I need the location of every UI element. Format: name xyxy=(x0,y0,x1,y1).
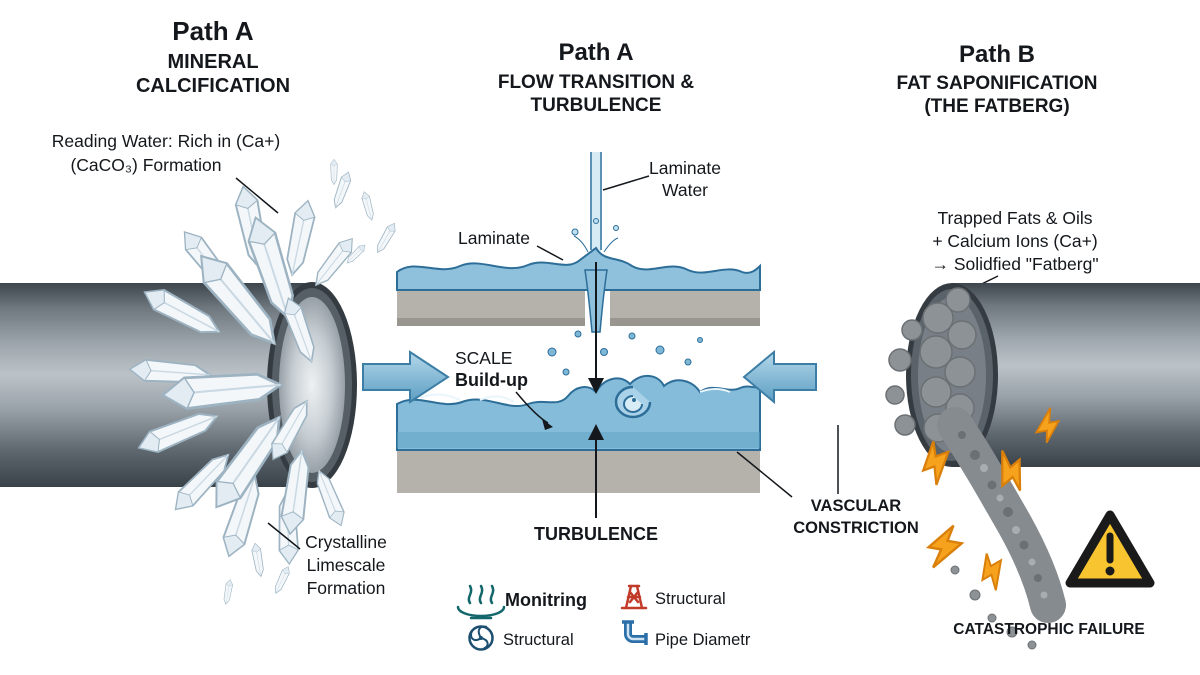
svg-text:Formation: Formation xyxy=(307,578,386,598)
legend-item-structural-2: Structural xyxy=(468,625,574,651)
laminar-stream xyxy=(590,152,602,252)
impeller-icon xyxy=(468,625,494,651)
svg-text:Laminate: Laminate xyxy=(649,158,721,178)
crystalline-limescale-label: Crystalline Limescale Formation xyxy=(267,522,387,598)
left-title-line2: CALCIFICATION xyxy=(136,75,290,97)
flow-arrow-left-icon xyxy=(742,349,817,405)
svg-text:Trapped Fats & Oils: Trapped Fats & Oils xyxy=(938,208,1093,228)
splash-droplets xyxy=(571,218,619,253)
svg-text:Structural: Structural xyxy=(655,590,726,608)
svg-text:Pipe Diametr: Pipe Diametr xyxy=(655,631,751,649)
right-header: Path B FAT SAPONIFICATION (THE FATBERG) xyxy=(897,41,1098,117)
pipe-diameter-icon xyxy=(622,620,648,645)
left-path-label: Path A xyxy=(172,16,254,46)
channel-droplets xyxy=(547,330,703,376)
legend: Monitring Structural Structural xyxy=(456,584,751,651)
svg-text:Limescale: Limescale xyxy=(307,555,386,575)
flow-arrow-right-icon xyxy=(362,350,450,404)
turbulence-label: TURBULENCE xyxy=(534,524,658,544)
vascular-constriction-label: VASCULAR CONSTRICTION xyxy=(736,425,919,537)
fatberg xyxy=(885,287,1066,650)
laminate-water-label: Laminate Water xyxy=(602,158,721,200)
flow-channel xyxy=(396,152,761,493)
svg-text:(CaCO₃) Formation: (CaCO₃) Formation xyxy=(70,155,221,175)
lightning-bolt-icon xyxy=(924,520,966,573)
svg-text:Crystalline: Crystalline xyxy=(305,532,387,552)
turbulent-water xyxy=(396,375,761,451)
svg-text:VASCULAR: VASCULAR xyxy=(811,497,902,515)
legend-item-monitoring: Monitring xyxy=(456,584,587,620)
svg-text:Build-up: Build-up xyxy=(455,370,528,390)
turbulence-swirl xyxy=(614,385,652,419)
svg-text:+ Calcium Ions (Ca+): + Calcium Ions (Ca+) xyxy=(932,231,1097,251)
svg-text:Reading Water: Rich in (Ca+): Reading Water: Rich in (Ca+) xyxy=(52,131,280,151)
right-path-label: Path B xyxy=(959,41,1035,68)
reading-water-leader-line xyxy=(235,177,279,214)
arrow-up-icon xyxy=(588,424,604,440)
svg-text:Laminate: Laminate xyxy=(458,228,530,248)
warning-triangle-icon xyxy=(1065,510,1155,588)
svg-text:Monitring: Monitring xyxy=(505,590,587,610)
structural-tower-icon xyxy=(620,584,648,610)
scale-leader-arrow xyxy=(515,391,549,424)
left-title-line1: MINERAL xyxy=(167,51,258,73)
steam-monitoring-icon xyxy=(456,584,506,620)
top-water xyxy=(396,246,761,291)
arrow-down-icon xyxy=(588,378,604,394)
svg-text:CONSTRICTION: CONSTRICTION xyxy=(793,519,919,537)
lightning-bolt-icon xyxy=(971,548,1014,595)
laminate-label: Laminate xyxy=(458,228,564,261)
turbulence-indicator xyxy=(588,262,604,518)
left-header: Path A MINERAL CALCIFICATION xyxy=(136,16,290,97)
laminate-water-leader-line xyxy=(602,175,650,191)
svg-text:FAT SAPONIFICATION: FAT SAPONIFICATION xyxy=(897,73,1098,94)
svg-text:(THE FATBERG): (THE FATBERG) xyxy=(924,96,1069,117)
legend-item-structural-1: Structural xyxy=(620,584,726,610)
middle-header: Path A FLOW TRANSITION & TURBULENCE xyxy=(498,39,695,116)
crystalline-leader-line xyxy=(267,522,301,550)
legend-item-pipe-diameter: Pipe Diametr xyxy=(622,620,751,649)
svg-text:FLOW TRANSITION &: FLOW TRANSITION & xyxy=(498,72,695,93)
svg-text:Structural: Structural xyxy=(503,631,574,649)
reading-water-label: Reading Water: Rich in (Ca+) (CaCO₃) For… xyxy=(52,131,280,214)
svg-text:Water: Water xyxy=(662,180,708,200)
catastrophic-failure-label: CATASTROPHIC FAILURE xyxy=(953,621,1144,638)
svg-text:TURBULENCE: TURBULENCE xyxy=(531,95,662,116)
middle-path-label: Path A xyxy=(558,39,633,66)
laminate-leader-line xyxy=(536,245,564,261)
scale-buildup-label: SCALE Build-up xyxy=(455,348,553,430)
svg-text:→ Solidfied "Fatberg": → Solidfied "Fatberg" xyxy=(931,254,1098,274)
svg-text:SCALE: SCALE xyxy=(455,348,512,368)
